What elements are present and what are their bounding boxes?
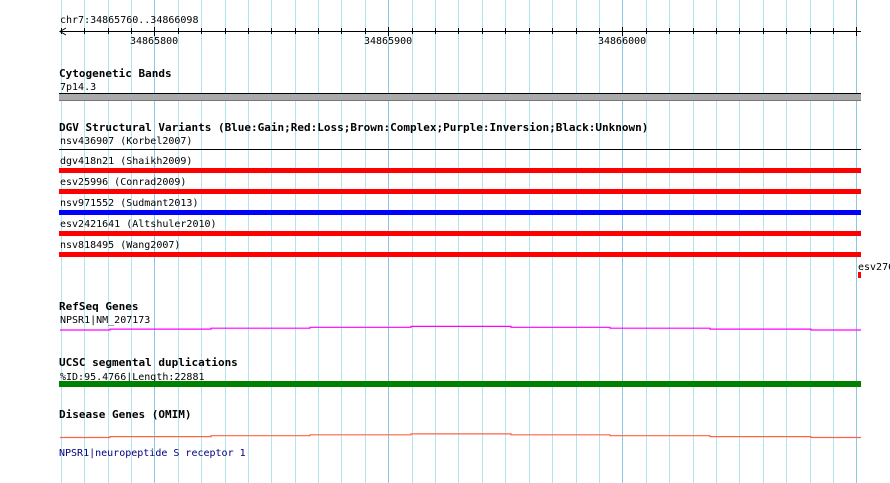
region-label: chr7:34865760..34866098	[60, 15, 199, 26]
cytoband-bar[interactable]	[59, 93, 861, 101]
dgv-feature-bar[interactable]	[59, 210, 861, 215]
dgv-feature-bar[interactable]	[59, 189, 861, 194]
dgv-feature-label: esv2421641 (Altshuler2010)	[60, 219, 217, 230]
track-title-omim: Disease Genes (OMIM)	[59, 408, 192, 421]
refseq-label: NPSR1|NM_207173	[60, 315, 151, 326]
cytoband-label: 7p14.3	[60, 82, 97, 93]
dgv-feature-label: esv25996 (Conrad2009)	[60, 177, 187, 188]
dgv-edge-feature[interactable]	[858, 272, 861, 278]
tick-label: 34865800	[130, 36, 179, 47]
segdup-label: %ID:95.4766|Length:22881	[60, 372, 205, 383]
segdup-bar[interactable]	[59, 381, 861, 387]
dgv-edge-label: esv276	[858, 262, 890, 273]
refseq-gene-model	[60, 325, 861, 331]
track-title-segdup: UCSC segmental duplications	[59, 356, 238, 369]
track-title-cytobands: Cytogenetic Bands	[59, 67, 172, 80]
track-title-dgv: DGV Structural Variants (Blue:Gain;Red:L…	[59, 121, 649, 134]
dgv-feature-bar[interactable]	[59, 149, 861, 150]
omim-gene-model	[60, 433, 861, 439]
omim-gene-link[interactable]: NPSR1|neuropeptide S receptor 1	[59, 448, 246, 459]
dgv-feature-label: nsv436907 (Korbel2007)	[60, 136, 193, 147]
tick-label: 34865900	[364, 36, 413, 47]
dgv-feature-bar[interactable]	[59, 168, 861, 173]
track-title-refseq: RefSeq Genes	[59, 300, 139, 313]
dgv-feature-label: nsv971552 (Sudmant2013)	[60, 198, 199, 209]
dgv-feature-label: nsv818495 (Wang2007)	[60, 240, 181, 251]
tick-label: 34866000	[598, 36, 647, 47]
dgv-feature-label: dgv418n21 (Shaikh2009)	[60, 156, 193, 167]
dgv-feature-bar[interactable]	[59, 252, 861, 257]
left-arrow-icon	[59, 27, 67, 36]
dgv-feature-bar[interactable]	[59, 231, 861, 236]
